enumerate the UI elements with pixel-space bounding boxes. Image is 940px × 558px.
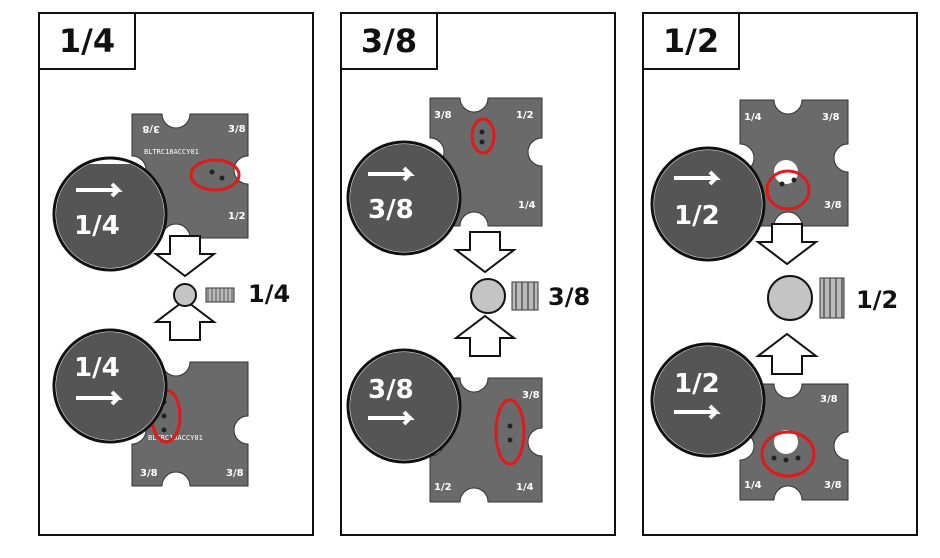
svg-text:3/8: 3/8 — [822, 112, 840, 123]
zoom-callout-top: 1/2 — [650, 146, 766, 262]
spring-icon — [819, 277, 845, 319]
spring-icon — [205, 287, 235, 303]
svg-text:1/2: 1/2 — [516, 110, 534, 121]
svg-text:1/4: 1/4 — [744, 480, 762, 491]
panel-quarter-diagram: 3/8 3/8 BLTRC18ACCY01 1/2 1/4 — [52, 113, 249, 487]
svg-text:BLTRC18ACCY01: BLTRC18ACCY01 — [144, 148, 199, 156]
zoom-label-bottom: 1/4 — [74, 353, 120, 383]
zoom-callout-bottom: 1/2 — [650, 342, 766, 458]
arrow-up-icon — [755, 332, 819, 375]
bottom-die-plate: 3/8 1/4 3/8 — [739, 383, 849, 501]
spring-icon — [511, 281, 539, 311]
size-label: 1/2 — [856, 286, 899, 314]
svg-text:1/4: 1/4 — [516, 482, 534, 493]
highlight-ring-top — [189, 158, 241, 192]
highlight-ring-top — [470, 117, 496, 155]
panel-title: 1/4 — [40, 14, 136, 70]
svg-text:3/8: 3/8 — [522, 390, 540, 401]
highlight-ring-bottom — [760, 430, 816, 478]
zoom-label-bottom: 1/2 — [674, 369, 720, 399]
panel-half-diagram: 1/4 3/8 3/8 1/2 3/8 1/4 — [650, 99, 849, 501]
svg-text:3/8: 3/8 — [228, 124, 246, 135]
highlight-ring-bottom — [494, 398, 526, 466]
panel-quarter: 3/8 3/8 BLTRC18ACCY01 1/2 1/4 — [38, 12, 314, 536]
zoom-label-bottom: 3/8 — [368, 375, 414, 405]
panel-title: 3/8 — [342, 14, 438, 70]
zoom-label-top: 3/8 — [368, 195, 414, 225]
svg-text:1/4: 1/4 — [744, 112, 762, 123]
panel-half: 1/4 3/8 3/8 1/2 3/8 1/4 — [642, 12, 918, 536]
zoom-callout-bottom: 3/8 — [346, 348, 462, 464]
arrow-down-icon — [755, 223, 819, 266]
svg-text:3/8: 3/8 — [140, 468, 158, 479]
svg-text:3/8: 3/8 — [824, 480, 842, 491]
bushing — [767, 275, 813, 321]
arrow-up-icon — [153, 298, 217, 341]
panel-title: 1/2 — [644, 14, 740, 70]
bushing — [173, 283, 197, 307]
svg-text:3/8: 3/8 — [142, 123, 160, 134]
svg-text:3/8: 3/8 — [226, 468, 244, 479]
svg-text:3/8: 3/8 — [820, 394, 838, 405]
panel-three-eighths-diagram: 3/8 1/2 1/4 3/8 3/8 1/2 1/4 — [346, 97, 543, 503]
arrow-down-icon — [453, 231, 517, 274]
zoom-label-top: 1/4 — [74, 211, 120, 241]
svg-text:1/2: 1/2 — [228, 211, 246, 222]
svg-text:3/8: 3/8 — [824, 200, 842, 211]
zoom-label-top: 1/2 — [674, 201, 720, 231]
zoom-callout-top: 3/8 — [346, 140, 462, 256]
arrow-up-icon — [453, 314, 517, 357]
size-label: 1/4 — [248, 280, 291, 308]
size-label: 3/8 — [548, 283, 591, 311]
bushing — [470, 278, 506, 314]
highlight-ring-top — [765, 169, 811, 211]
svg-text:3/8: 3/8 — [434, 110, 452, 121]
svg-text:1/2: 1/2 — [434, 482, 452, 493]
svg-text:1/4: 1/4 — [518, 200, 536, 211]
arrow-down-icon — [153, 235, 217, 278]
panel-three-eighths: 3/8 1/2 1/4 3/8 3/8 1/2 1/4 — [340, 12, 616, 536]
